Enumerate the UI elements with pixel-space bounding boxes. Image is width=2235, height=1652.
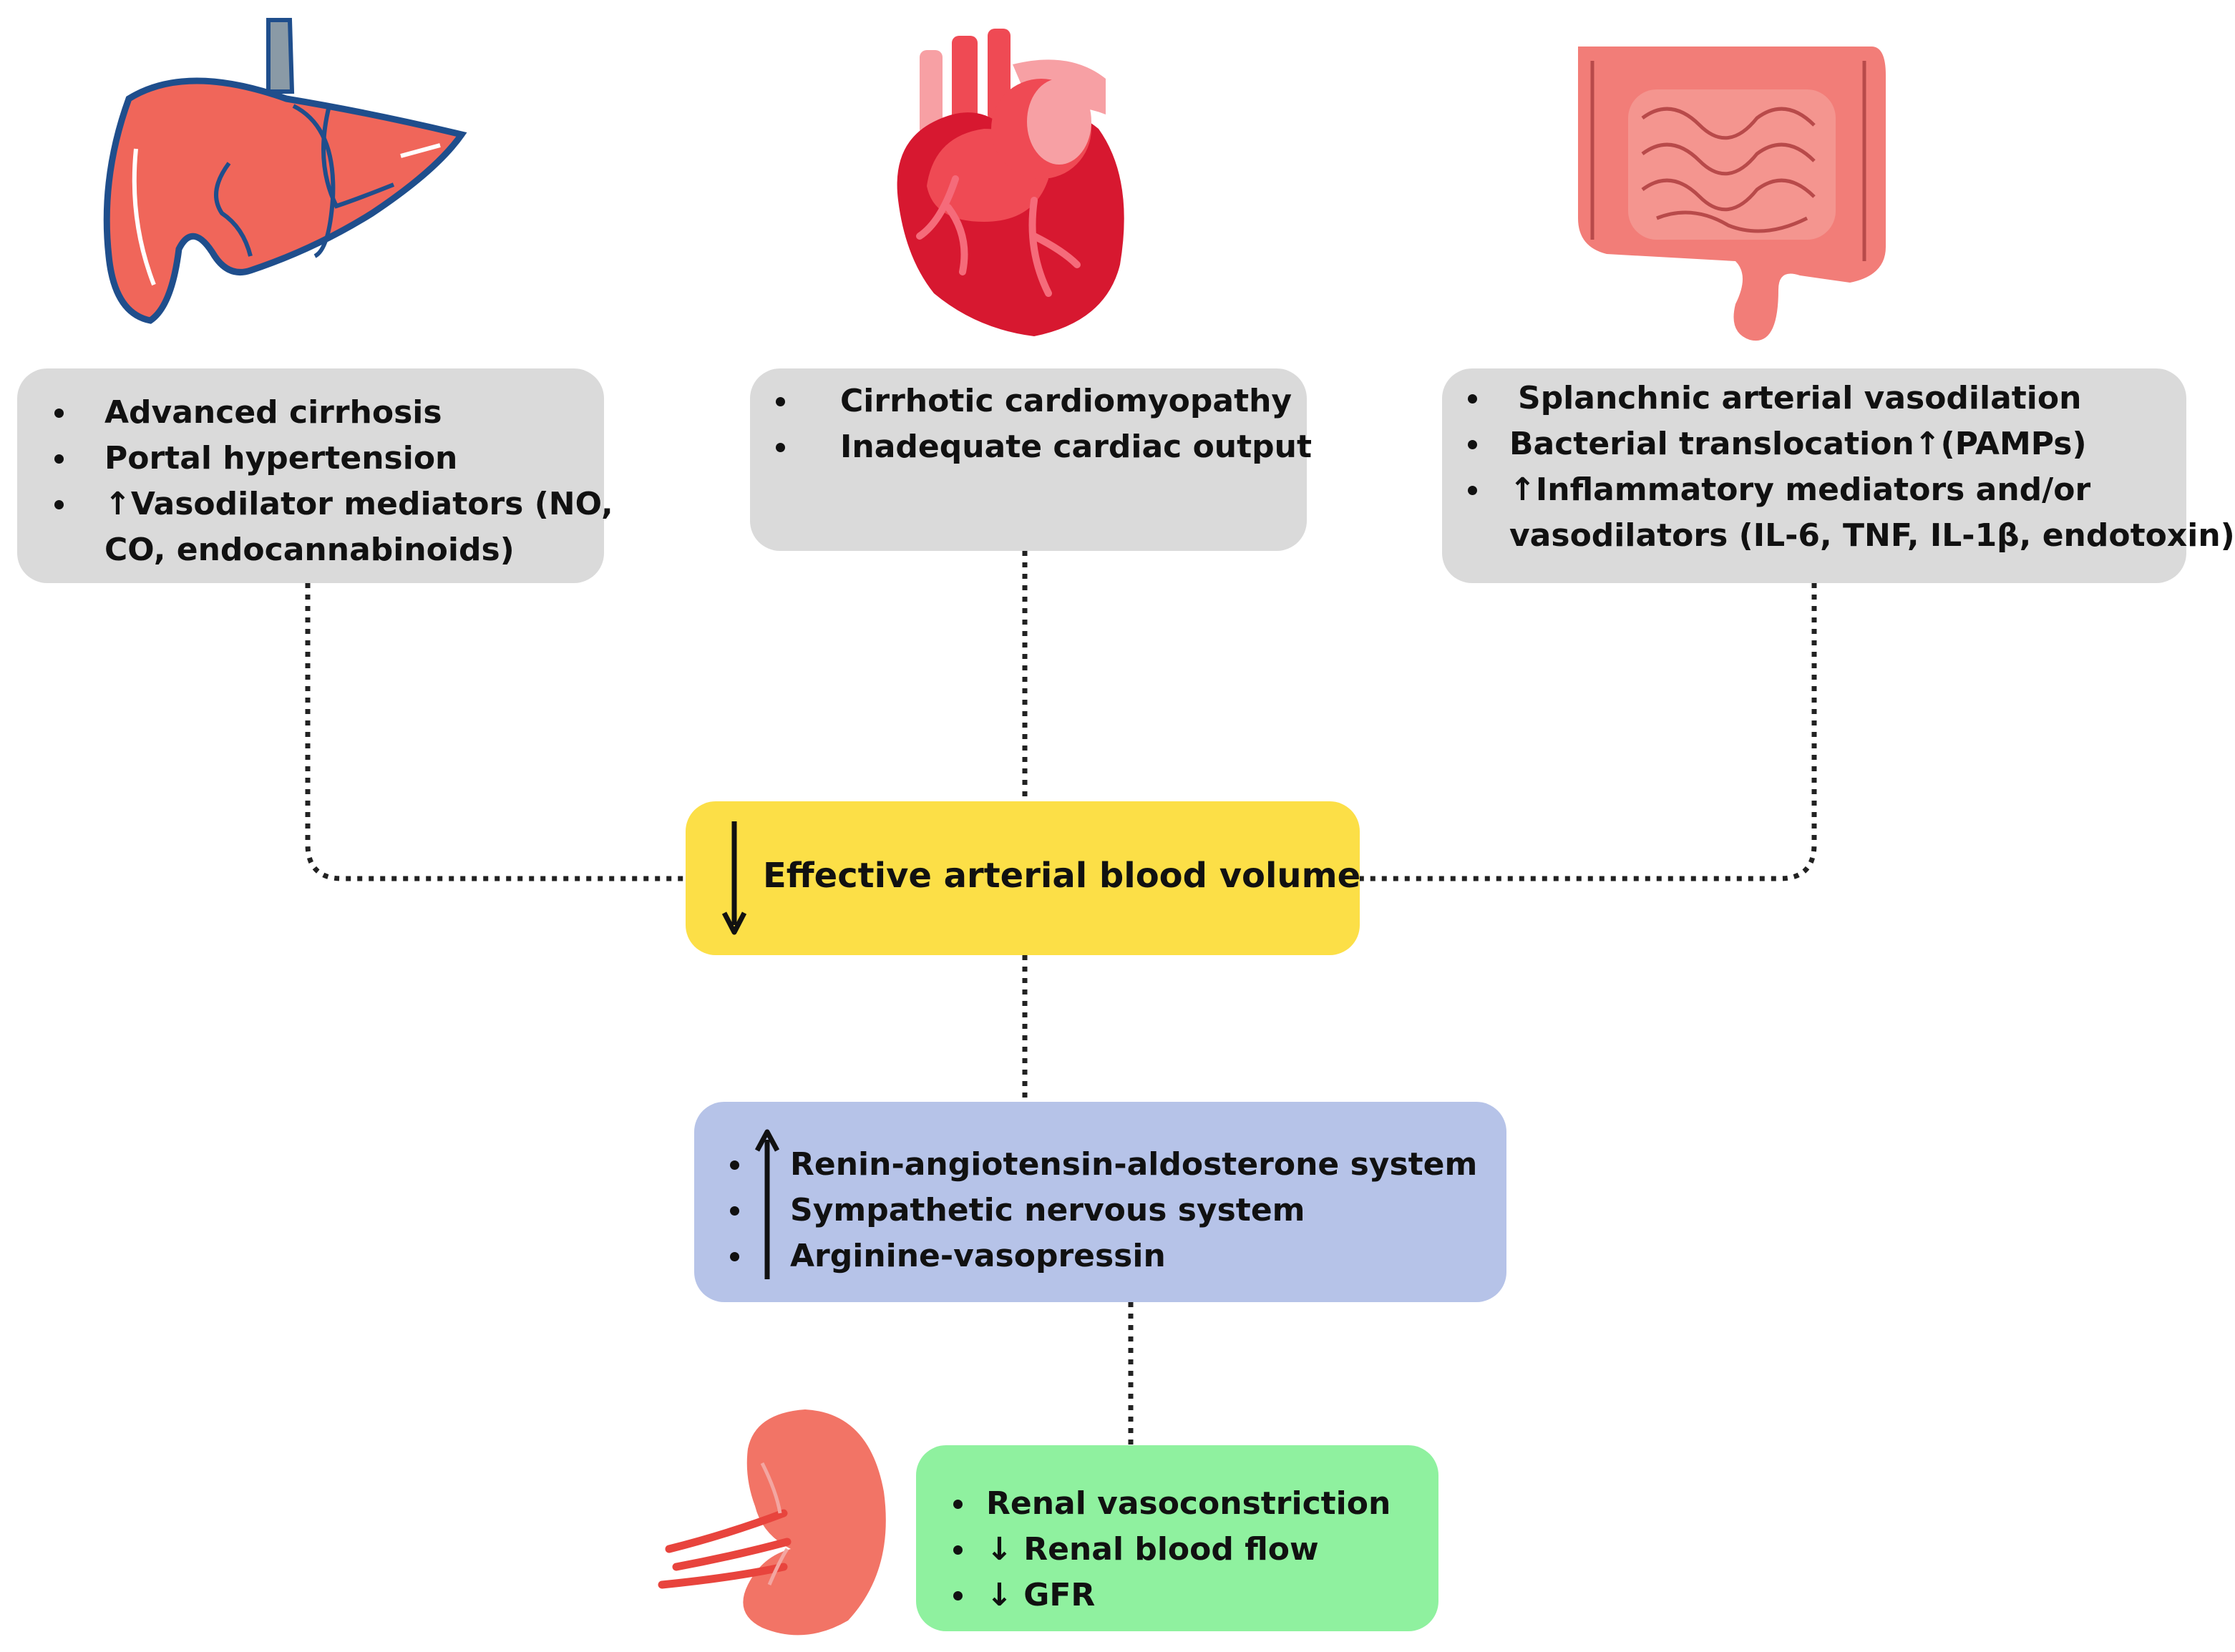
kidney-icon: [658, 1409, 886, 1636]
item-text: Vasodilator mediators (NO,: [130, 486, 613, 522]
heart-factors-box: Cirrhotic cardiomyopathy Inadequate card…: [750, 368, 1312, 551]
up-arrow-icon: ↑: [104, 486, 131, 522]
gut-factors-box: Splanchnic arterial vasodilation Bacteri…: [1442, 368, 2235, 583]
gut-connector: [1360, 583, 1817, 881]
renal-effects-list: Renal vasoconstriction ↓ Renal blood flo…: [953, 1481, 1391, 1618]
list-item: Sympathetic nervous system: [730, 1188, 1477, 1233]
item-text: Portal hypertension: [104, 440, 458, 476]
item-text: Sympathetic nervous system: [790, 1192, 1305, 1228]
liver-factors-box: Advanced cirrhosis Portal hypertension ↑…: [17, 368, 613, 583]
neurohormonal-box: ↑ Renin-angiotensin-aldosterone system S…: [694, 1102, 1506, 1302]
down-arrow-icon: [721, 821, 747, 935]
list-item-continuation: CO, endocannabinoids): [54, 527, 613, 573]
list-item: Portal hypertension: [54, 436, 613, 482]
list-item: Splanchnic arterial vasodilation: [1468, 376, 2235, 421]
heart-icon: [897, 29, 1124, 336]
list-item: ↑Inflammatory mediators and/or: [1468, 467, 2235, 513]
down-arrow-icon: ↓: [986, 1577, 1013, 1613]
list-item: Bacterial translocation↑(PAMPs): [1468, 421, 2235, 467]
renal-effects-box: Renal vasoconstriction ↓ Renal blood flo…: [916, 1445, 1438, 1631]
item-text: Cirrhotic cardiomyopathy: [840, 383, 1292, 419]
effective-arterial-volume-box: ↓ Effective arterial blood volume: [686, 801, 1360, 955]
list-item: Renin-angiotensin-aldosterone system: [730, 1142, 1477, 1188]
neurohormonal-list: Renin-angiotensin-aldosterone system Sym…: [730, 1142, 1477, 1279]
item-text: CO, endocannabinoids): [104, 532, 515, 568]
list-item: ↓ Renal blood flow: [953, 1527, 1391, 1573]
down-arrow-icon: ↓: [986, 1531, 1013, 1568]
item-text: Arginine-vasopressin: [790, 1238, 1166, 1274]
list-item: Cirrhotic cardiomyopathy: [776, 378, 1312, 424]
up-arrow-icon: ↑: [1914, 426, 1941, 462]
item-text: Bacterial translocation: [1509, 426, 1914, 462]
item-text: (PAMPs): [1940, 426, 2087, 462]
list-item: ↑Vasodilator mediators (NO,: [54, 482, 613, 527]
list-item: Arginine-vasopressin: [730, 1233, 1477, 1279]
list-item-continuation: vasodilators (IL-6, TNF, IL-1β, endotoxi…: [1468, 513, 2235, 559]
item-text: vasodilators (IL-6, TNF, IL-1β, endotoxi…: [1509, 517, 2235, 554]
intestine-icon: [1578, 47, 1886, 341]
list-item: Renal vasoconstriction: [953, 1481, 1391, 1527]
central-label: Effective arterial blood volume: [763, 856, 1361, 896]
item-text: Renal vasoconstriction: [986, 1485, 1391, 1522]
list-item: Advanced cirrhosis: [54, 390, 613, 436]
list-item: ↓ GFR: [953, 1573, 1391, 1618]
heart-factors-list: Cirrhotic cardiomyopathy Inadequate card…: [776, 378, 1312, 470]
item-text: Renin-angiotensin-aldosterone system: [790, 1146, 1478, 1183]
item-text: GFR: [1023, 1577, 1096, 1613]
item-text: Inadequate cardiac output: [840, 429, 1313, 465]
item-text: Renal blood flow: [1023, 1531, 1319, 1568]
item-text: Inflammatory mediators and/or: [1535, 471, 2091, 508]
liver-factors-list: Advanced cirrhosis Portal hypertension ↑…: [54, 390, 613, 573]
item-text: Advanced cirrhosis: [104, 394, 442, 431]
list-item: Inadequate cardiac output: [776, 424, 1312, 470]
liver-connector: [305, 583, 686, 881]
liver-icon: [103, 18, 467, 324]
item-text: Splanchnic arterial vasodilation: [1518, 380, 2082, 416]
up-arrow-icon: ↑: [1509, 471, 1536, 508]
up-arrow-icon: [754, 1129, 780, 1279]
gut-factors-list: Splanchnic arterial vasodilation Bacteri…: [1468, 376, 2235, 559]
